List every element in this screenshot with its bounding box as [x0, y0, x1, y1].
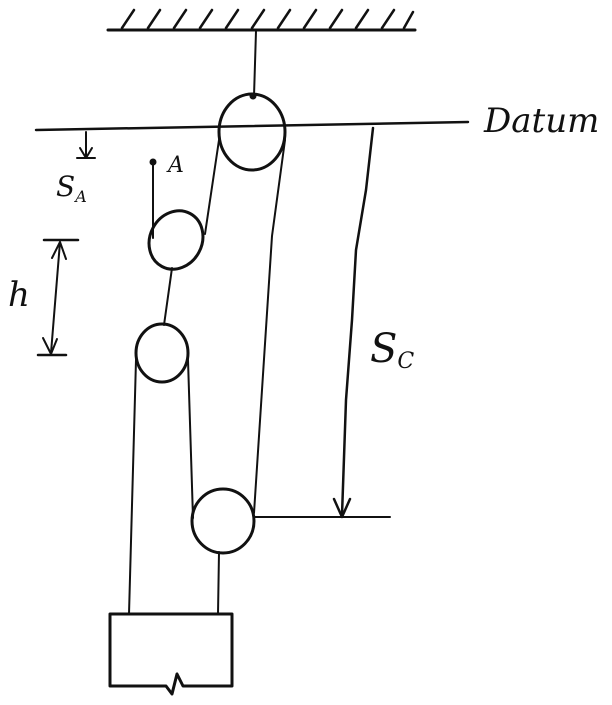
ceiling-support [106, 8, 417, 32]
h-dimension [36, 238, 80, 357]
pulley-c-to-block [217, 551, 220, 615]
top-pulley-hanger [253, 30, 257, 97]
top-fixed-pulley [217, 92, 287, 172]
top-pulley-attach-point [249, 92, 257, 100]
s-c-dimension [332, 126, 375, 519]
pulley-link [163, 267, 173, 326]
h-label: h [8, 275, 30, 315]
pulley-c [190, 487, 256, 555]
ceiling-hatching [120, 8, 415, 30]
pulley-b [134, 322, 190, 384]
cord-pulley-b-to-pulley-c [187, 359, 194, 519]
datum-line [34, 120, 470, 132]
cord-top-to-pulley-a [204, 139, 220, 235]
point-a-label: A [166, 153, 184, 178]
s-c-label: SC [370, 326, 414, 374]
datum-label: Datum [483, 101, 599, 141]
cord-pulley-b-to-block-left [128, 359, 137, 615]
s-a-label: SA [56, 170, 87, 206]
cord-top-to-pulley-c [253, 139, 286, 514]
s-a-dimension [76, 131, 96, 159]
load-block [108, 612, 234, 696]
pulley-a [147, 209, 205, 271]
